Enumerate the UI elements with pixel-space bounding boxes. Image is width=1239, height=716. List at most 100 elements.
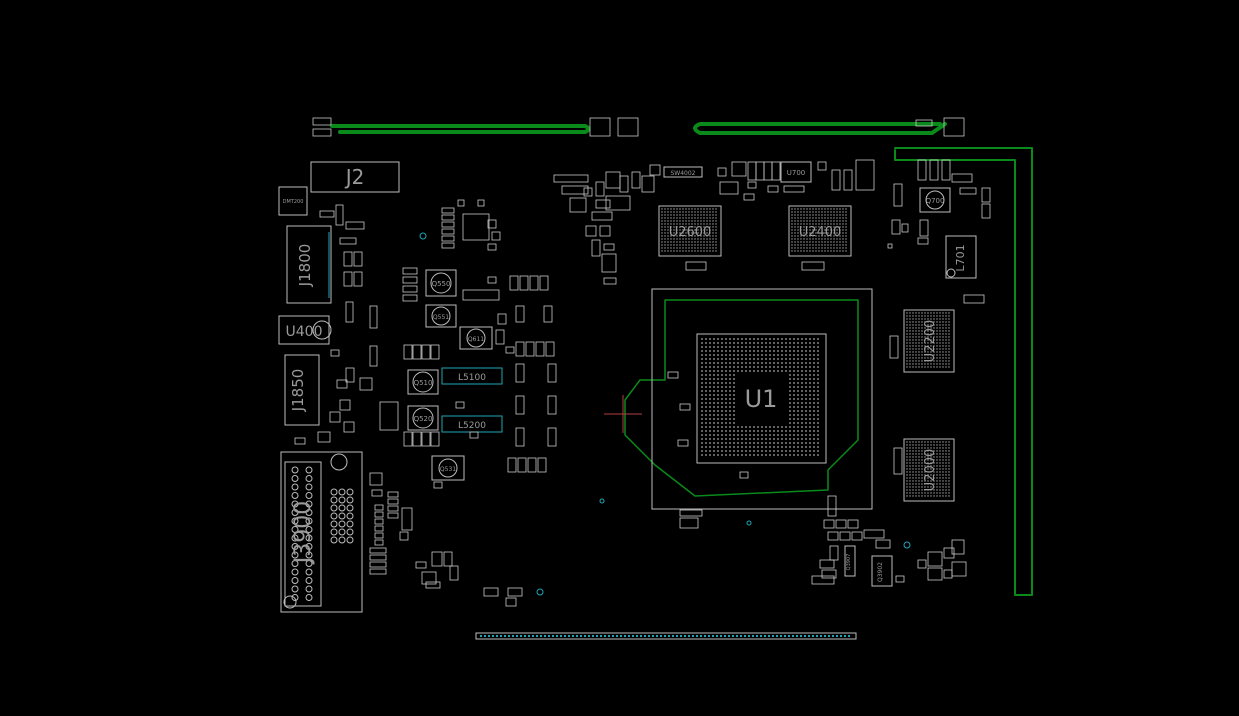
passive-pad bbox=[329, 411, 341, 423]
component-q3902[interactable]: Q3902 bbox=[871, 555, 893, 587]
solder-ball bbox=[721, 414, 723, 416]
solder-ball bbox=[725, 446, 727, 448]
solder-ball bbox=[785, 454, 787, 456]
solder-ball bbox=[918, 330, 920, 332]
solder-ball bbox=[815, 232, 817, 234]
component-dmt200[interactable]: DMT200 bbox=[278, 186, 308, 216]
solder-ball bbox=[906, 462, 908, 464]
cpu-u1[interactable]: U1 bbox=[604, 288, 873, 510]
solder-ball bbox=[717, 450, 719, 452]
solder-ball bbox=[789, 338, 791, 340]
solder-ball bbox=[812, 214, 814, 216]
solder-ball bbox=[930, 363, 932, 365]
solder-ball bbox=[912, 492, 914, 494]
solder-ball bbox=[706, 217, 708, 219]
solder-ball bbox=[912, 486, 914, 488]
transistor-q531[interactable]: Q531 bbox=[431, 455, 465, 481]
solder-ball bbox=[930, 480, 932, 482]
passive-pad bbox=[433, 481, 443, 489]
solder-ball bbox=[797, 211, 799, 213]
trace-top-left-loop bbox=[330, 124, 591, 134]
connector-j2[interactable]: J2 bbox=[310, 161, 400, 193]
switch-sw4002[interactable]: SW4002 bbox=[663, 166, 703, 178]
solder-ball bbox=[805, 454, 807, 456]
solder-ball bbox=[906, 450, 908, 452]
solder-ball bbox=[918, 462, 920, 464]
inductor-l701[interactable]: L701 bbox=[945, 235, 977, 279]
transistor-q551[interactable]: Q551 bbox=[425, 304, 457, 328]
connector-pin bbox=[305, 551, 313, 559]
passive-pad bbox=[591, 211, 613, 221]
solder-ball bbox=[793, 422, 795, 424]
solder-ball bbox=[948, 312, 950, 314]
solder-ball bbox=[842, 226, 844, 228]
solder-ball bbox=[676, 229, 678, 231]
passive-pad bbox=[619, 175, 629, 193]
solder-ball bbox=[945, 480, 947, 482]
memory-u2000[interactable]: U2000 bbox=[903, 438, 955, 502]
solder-ball bbox=[812, 238, 814, 240]
connector-pin bbox=[330, 512, 338, 520]
solder-ball bbox=[948, 327, 950, 329]
solder-ball bbox=[942, 447, 944, 449]
solder-ball bbox=[930, 444, 932, 446]
solder-ball bbox=[945, 447, 947, 449]
component-q3907[interactable]: Q3907 bbox=[844, 545, 856, 577]
solder-ball bbox=[721, 390, 723, 392]
solder-ball bbox=[701, 362, 703, 364]
solder-ball bbox=[930, 315, 932, 317]
connector-pin bbox=[305, 483, 313, 491]
solder-ball bbox=[741, 354, 743, 356]
inductor-l5200[interactable]: L5200 bbox=[441, 415, 503, 433]
solder-ball bbox=[757, 346, 759, 348]
solder-ball bbox=[745, 366, 747, 368]
component-u400[interactable]: U400 bbox=[278, 315, 332, 345]
passive-pad bbox=[855, 159, 875, 191]
solder-ball bbox=[930, 360, 932, 362]
transistor-q700[interactable]: Q700 bbox=[919, 187, 951, 213]
solder-ball bbox=[794, 220, 796, 222]
connector-j3900[interactable]: J3900 bbox=[280, 451, 363, 613]
solder-ball bbox=[948, 492, 950, 494]
solder-ball bbox=[691, 229, 693, 231]
connector-j1850[interactable]: J1850 bbox=[284, 354, 320, 426]
l5200-label: L5200 bbox=[458, 421, 486, 431]
q3902-outline bbox=[871, 555, 893, 587]
solder-ball bbox=[939, 441, 941, 443]
solder-ball bbox=[777, 342, 779, 344]
solder-ball bbox=[927, 363, 929, 365]
solder-ball bbox=[745, 362, 747, 364]
solder-ball bbox=[815, 250, 817, 252]
solder-ball bbox=[713, 402, 715, 404]
memory-u2400[interactable]: U2400 bbox=[788, 205, 852, 257]
solder-ball bbox=[781, 342, 783, 344]
solder-ball bbox=[661, 217, 663, 219]
memory-u2200[interactable]: U2200 bbox=[903, 309, 955, 373]
solder-ball bbox=[809, 418, 811, 420]
solder-ball bbox=[769, 434, 771, 436]
connector-j1800[interactable]: J1800 bbox=[286, 225, 332, 304]
passive-pad bbox=[847, 519, 859, 529]
solder-ball bbox=[670, 229, 672, 231]
solder-ball bbox=[942, 324, 944, 326]
solder-ball bbox=[805, 430, 807, 432]
solder-ball bbox=[945, 456, 947, 458]
component-u700[interactable]: U700 bbox=[780, 161, 812, 183]
memory-u2600[interactable]: U2600 bbox=[658, 205, 722, 257]
passive-pad bbox=[595, 199, 611, 209]
solder-ball bbox=[715, 229, 717, 231]
edge-connector[interactable] bbox=[475, 632, 857, 640]
solder-ball bbox=[909, 462, 911, 464]
transistor-q550[interactable]: Q550 bbox=[425, 269, 457, 297]
inductor-l5100[interactable]: L5100 bbox=[441, 367, 503, 385]
transistor-q520[interactable]: Q520 bbox=[407, 405, 439, 431]
solder-ball bbox=[797, 358, 799, 360]
transistor-q510[interactable]: Q510 bbox=[407, 369, 439, 395]
solder-ball bbox=[942, 450, 944, 452]
solder-ball bbox=[664, 229, 666, 231]
passive-pad bbox=[547, 427, 557, 447]
solder-ball bbox=[729, 426, 731, 428]
solder-ball bbox=[927, 336, 929, 338]
transistor-q611[interactable]: Q611 bbox=[459, 326, 493, 350]
passive-pad bbox=[345, 221, 365, 230]
